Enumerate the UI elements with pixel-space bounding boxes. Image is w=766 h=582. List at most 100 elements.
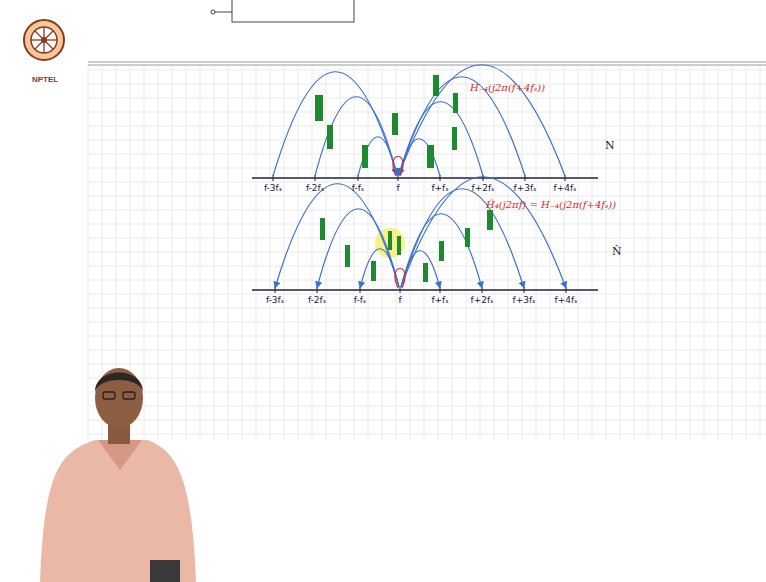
tick-label: f+3fₛ xyxy=(514,184,537,193)
spectral-bar xyxy=(439,241,444,261)
spectral-bar xyxy=(427,145,434,168)
grid-line xyxy=(88,140,766,141)
grid-line xyxy=(242,66,243,440)
tick-label: f+fₛ xyxy=(431,296,448,305)
tick-label: f-2fₛ xyxy=(308,296,326,305)
grid-line xyxy=(578,66,579,440)
grid-line xyxy=(158,66,159,440)
grid-line xyxy=(256,66,257,440)
grid-paper xyxy=(88,66,766,440)
tick-label: f+fₛ xyxy=(431,184,448,193)
grid-line xyxy=(634,66,635,440)
grid-line xyxy=(214,66,215,440)
grid-line xyxy=(494,66,495,440)
grid-line xyxy=(144,66,145,440)
grid-line xyxy=(438,66,439,440)
grid-line xyxy=(88,210,766,211)
axis-tick xyxy=(398,175,399,181)
spectral-bar xyxy=(423,263,428,282)
grid-line xyxy=(88,182,766,183)
spectral-bar xyxy=(388,231,392,250)
tick-label: f+4fₛ xyxy=(555,296,578,305)
grid-line xyxy=(88,420,766,421)
self-loop xyxy=(395,269,405,289)
grid-line xyxy=(480,66,481,440)
grid-line xyxy=(88,98,766,99)
grid-line xyxy=(732,66,733,440)
grid-line xyxy=(88,364,766,365)
grid-line xyxy=(186,66,187,440)
grid-line xyxy=(550,66,551,440)
tick-label: f+4fₛ xyxy=(554,184,577,193)
grid-line xyxy=(312,66,313,440)
page-rule xyxy=(88,61,766,62)
grid-line xyxy=(690,66,691,440)
alias-arc xyxy=(273,72,397,176)
grid-line xyxy=(88,66,89,440)
alias-arc xyxy=(358,137,397,176)
spectral-bar xyxy=(397,236,401,255)
logo-wheel xyxy=(24,20,64,60)
grid-line xyxy=(522,66,523,440)
grid-line xyxy=(704,66,705,440)
grid-line xyxy=(284,66,285,440)
grid-line xyxy=(508,66,509,440)
alias-arc xyxy=(401,177,566,288)
tick-label: f-2fₛ xyxy=(306,184,324,193)
spectral-bar xyxy=(320,218,325,240)
grid-line xyxy=(676,66,677,440)
grid-line xyxy=(228,66,229,440)
grid-line xyxy=(606,66,607,440)
grid-line xyxy=(88,336,766,337)
transfer-annotation: H₋₄(j2π(f+4fₛ)) xyxy=(470,83,545,93)
grid-line xyxy=(648,66,649,440)
spectral-bar xyxy=(392,113,398,135)
grid-line xyxy=(88,378,766,379)
spectral-bar xyxy=(345,245,350,267)
grid-line xyxy=(298,66,299,440)
grid-line xyxy=(88,126,766,127)
alias-arc xyxy=(399,65,565,176)
alias-arc xyxy=(317,209,399,288)
grid-line xyxy=(452,66,453,440)
signal-name: N xyxy=(605,140,615,151)
spectral-bar xyxy=(453,93,458,113)
spectral-bar xyxy=(452,127,457,150)
spectrum-sketch xyxy=(252,65,598,293)
tick-label: f-fₛ xyxy=(354,296,366,305)
spectral-bar xyxy=(487,210,493,230)
grid-line xyxy=(354,66,355,440)
tick-label: f xyxy=(398,296,401,305)
spectral-bar xyxy=(433,75,439,96)
alias-arc xyxy=(315,97,397,176)
spectral-bar xyxy=(362,145,368,168)
grid-line xyxy=(410,66,411,440)
grid-line xyxy=(88,84,766,85)
alias-arc xyxy=(360,249,399,288)
signal-name: N̂ xyxy=(612,246,622,257)
grid-line xyxy=(466,66,467,440)
grid-line xyxy=(536,66,537,440)
spectral-bar xyxy=(315,95,323,121)
spectral-bar xyxy=(327,125,333,149)
tick-label: f xyxy=(396,184,399,193)
grid-line xyxy=(340,66,341,440)
grid-line xyxy=(88,294,766,295)
frequency-axis xyxy=(252,177,598,178)
tick-label: f-3fₛ xyxy=(266,296,284,305)
grid-line xyxy=(88,70,766,71)
grid-line xyxy=(88,350,766,351)
grid-line xyxy=(564,66,565,440)
grid-line xyxy=(172,66,173,440)
wire xyxy=(215,12,232,13)
grid-line xyxy=(88,196,766,197)
grid-line xyxy=(270,66,271,440)
spectral-bar xyxy=(371,261,376,281)
grid-line xyxy=(88,252,766,253)
tick-label: f+2fₛ xyxy=(472,184,495,193)
circuit-box xyxy=(232,0,354,22)
grid-line xyxy=(88,406,766,407)
terminal xyxy=(211,10,215,14)
